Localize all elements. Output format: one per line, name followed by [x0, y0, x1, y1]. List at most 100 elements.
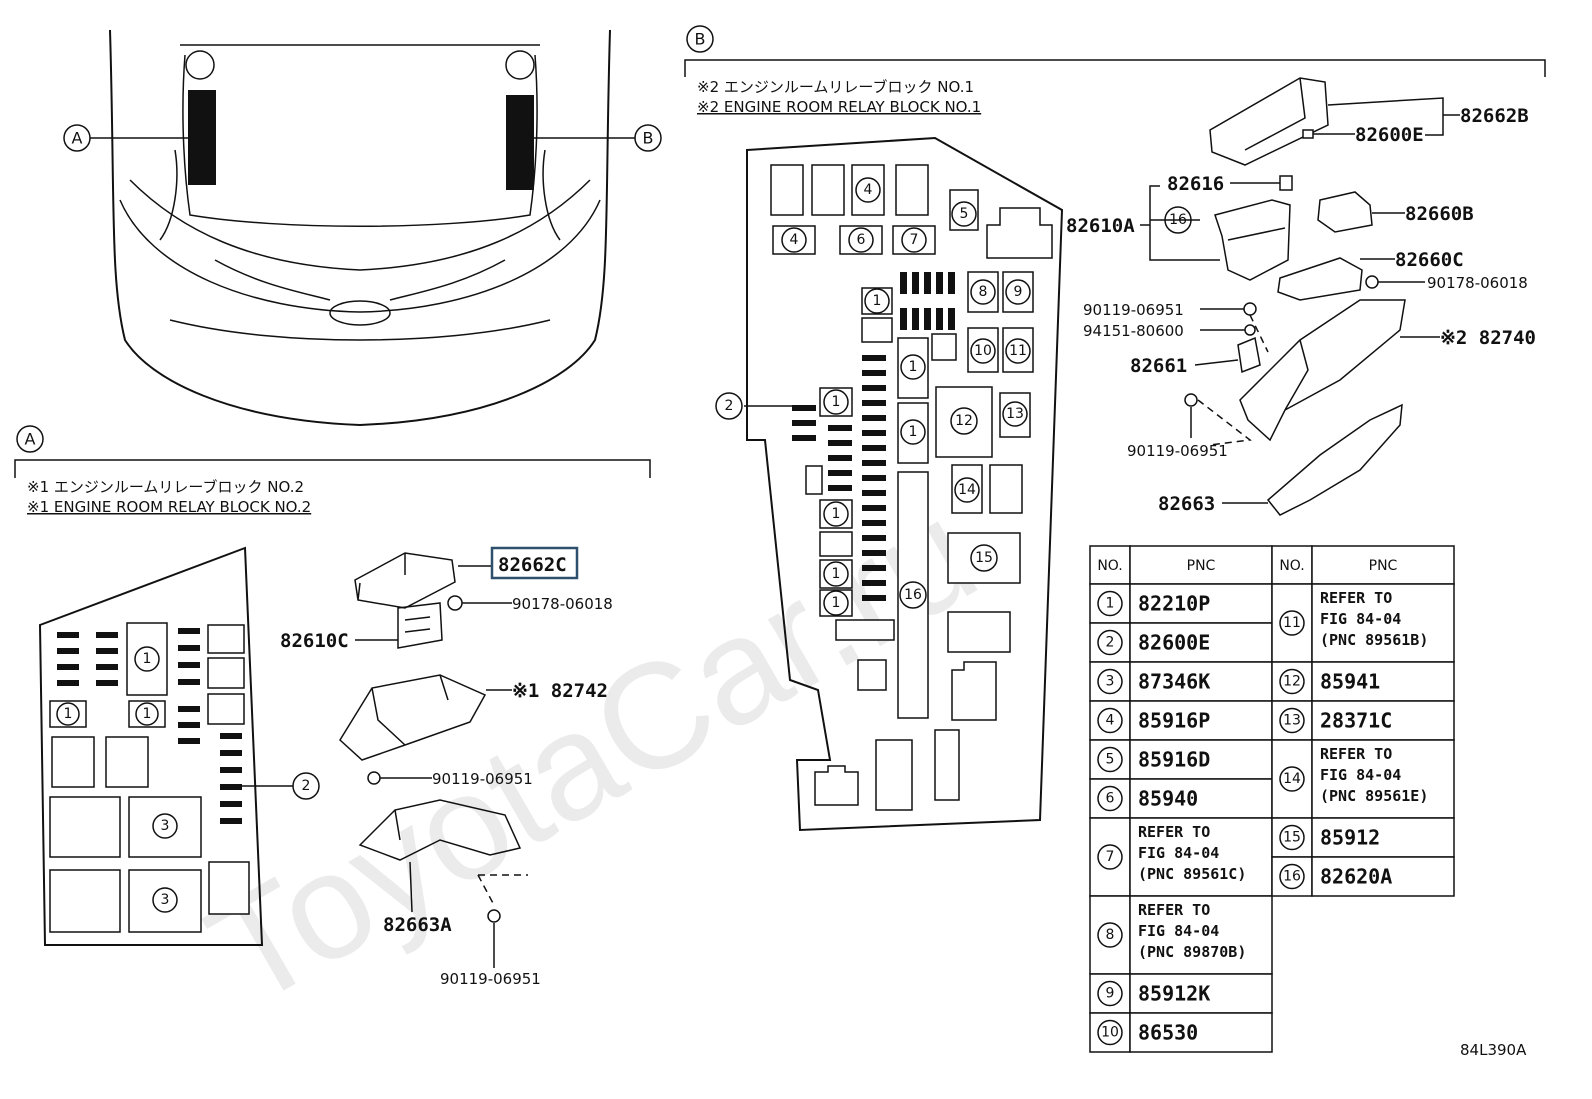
- row-number-circle: [1097, 590, 1123, 617]
- row-number: 3: [1106, 674, 1115, 690]
- table-row: [1311, 583, 1455, 663]
- pnc-cell: FIG 84-04: [1138, 844, 1219, 862]
- label-82742[interactable]: ※1 82742: [512, 680, 608, 702]
- svg-text:1: 1: [64, 706, 73, 722]
- row-number-circle: [1279, 610, 1305, 636]
- row-number-circle: [1279, 824, 1305, 851]
- label-82660C[interactable]: 82660C: [1395, 249, 1464, 271]
- fuse-grid-b: [792, 272, 955, 601]
- row-number: 14: [1283, 771, 1301, 787]
- pnc-cell: 28371C: [1320, 709, 1392, 733]
- label-82662C[interactable]: 82662C: [498, 554, 567, 576]
- table-row: [1311, 661, 1455, 702]
- section-a-title-jp: ※1 エンジンルームリレーブロック NO.2: [27, 478, 304, 496]
- table-row: [1089, 973, 1131, 1014]
- pnc-cell: 85916P: [1138, 709, 1210, 733]
- svg-text:10: 10: [974, 343, 992, 359]
- svg-text:2: 2: [725, 398, 734, 414]
- svg-text:8: 8: [979, 284, 988, 300]
- row-number: 16: [1283, 869, 1301, 885]
- svg-text:1: 1: [832, 595, 841, 611]
- row-number-circle: [1097, 844, 1123, 870]
- row-number: 7: [1106, 849, 1115, 865]
- row-number: 1: [1106, 596, 1115, 612]
- pnc-cell: 85941: [1320, 670, 1380, 694]
- label-82610C[interactable]: 82610C: [280, 630, 349, 652]
- svg-text:3: 3: [161, 818, 170, 834]
- svg-text:12: 12: [955, 413, 973, 429]
- label-90119-06951-a1[interactable]: 90119-06951: [432, 770, 533, 788]
- callout-b: B: [534, 124, 662, 152]
- label-82661[interactable]: 82661: [1130, 355, 1187, 377]
- table-row: [1129, 1012, 1273, 1053]
- label-82662B[interactable]: 82662B: [1460, 105, 1529, 127]
- label-94151-80600[interactable]: 94151-80600: [1083, 322, 1184, 340]
- row-number-circle: [1097, 629, 1123, 656]
- svg-text:1: 1: [143, 651, 152, 667]
- label-82663[interactable]: 82663: [1158, 493, 1215, 515]
- svg-text:B: B: [695, 30, 706, 49]
- svg-text:9: 9: [1014, 284, 1023, 300]
- pnc-cell: 85912: [1320, 826, 1380, 850]
- row-number: 8: [1106, 927, 1115, 943]
- svg-text:11: 11: [1009, 343, 1027, 359]
- label-90178-06018-a[interactable]: 90178-06018: [512, 595, 613, 613]
- fuse-grid-a: [57, 628, 242, 824]
- svg-text:1: 1: [832, 394, 841, 410]
- label-82660B[interactable]: 82660B: [1405, 203, 1474, 225]
- pnc-cell: REFER TO: [1320, 745, 1392, 763]
- pnc-cell: 82620A: [1320, 865, 1392, 889]
- svg-text:14: 14: [958, 482, 976, 498]
- table-row: [1089, 895, 1131, 975]
- svg-text:7: 7: [910, 232, 919, 248]
- table-row: [1129, 583, 1273, 624]
- table-row: [1271, 661, 1313, 702]
- label-90119-06951-b1[interactable]: 90119-06951: [1083, 301, 1184, 319]
- svg-text:16: 16: [904, 587, 922, 603]
- pnc-cell: FIG 84-04: [1320, 766, 1401, 784]
- row-number: 5: [1106, 752, 1115, 768]
- label-90119-06951-b2[interactable]: 90119-06951: [1127, 442, 1228, 460]
- pnc-cell: (PNC 89561E): [1320, 787, 1428, 805]
- label-90178-06018-b[interactable]: 90178-06018: [1427, 274, 1528, 292]
- highlight-82662C[interactable]: [490, 546, 579, 580]
- label-82740[interactable]: ※2 82740: [1440, 327, 1536, 349]
- pnc-cell: 86530: [1138, 1021, 1198, 1045]
- table-header-cell: [1311, 545, 1455, 585]
- svg-text:B: B: [643, 129, 654, 148]
- table-row: [1311, 856, 1455, 897]
- label-82600E[interactable]: 82600E: [1355, 124, 1424, 146]
- row-number-circle: [1097, 707, 1123, 734]
- svg-text:1: 1: [832, 506, 841, 522]
- svg-text:15: 15: [975, 550, 993, 566]
- svg-text:1: 1: [873, 293, 882, 309]
- row-number-circle: [1097, 922, 1123, 948]
- car-overview: [109, 29, 611, 427]
- label-82663A[interactable]: 82663A: [383, 914, 452, 936]
- table-row: [1311, 739, 1455, 819]
- svg-text:A: A: [25, 430, 36, 449]
- label-90119-06951-a2[interactable]: 90119-06951: [440, 970, 541, 988]
- section-a-title-en: ※1 ENGINE ROOM RELAY BLOCK NO.2: [27, 498, 311, 516]
- section-b-title-jp: ※2 エンジンルームリレーブロック NO.1: [697, 78, 974, 96]
- row-number: 4: [1106, 713, 1115, 729]
- row-number: 2: [1106, 635, 1115, 651]
- svg-text:3: 3: [161, 892, 170, 908]
- svg-text:1: 1: [909, 424, 918, 440]
- section-b-title-en: ※2 ENGINE ROOM RELAY BLOCK NO.1: [697, 98, 981, 116]
- table-header-no: NO.: [1097, 558, 1122, 574]
- pnc-cell: 85916D: [1138, 748, 1210, 772]
- row-number: 9: [1106, 986, 1115, 1002]
- label-82610A[interactable]: 82610A: [1066, 215, 1135, 237]
- table-header-no: NO.: [1279, 558, 1304, 574]
- pnc-cell: 82600E: [1138, 631, 1210, 655]
- row-number: 11: [1283, 615, 1301, 631]
- pnc-cell: REFER TO: [1320, 589, 1392, 607]
- table-row: [1089, 778, 1131, 819]
- section-a: A ※1 エンジンルームリレーブロック NO.2 ※1 ENGINE ROOM …: [14, 425, 651, 988]
- label-82616[interactable]: 82616: [1167, 173, 1224, 195]
- pnc-cell: FIG 84-04: [1320, 610, 1401, 628]
- pnc-cell: 87346K: [1138, 670, 1210, 694]
